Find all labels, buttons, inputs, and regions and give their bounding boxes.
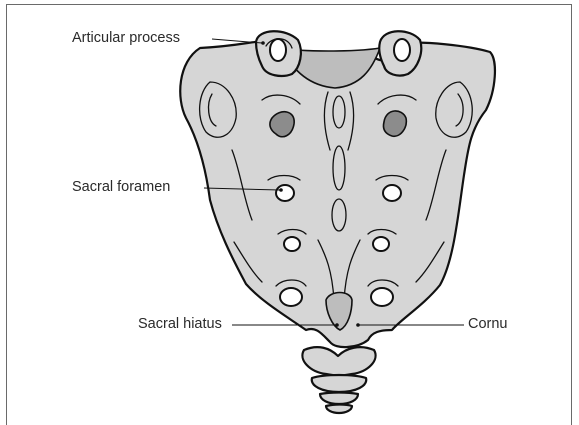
coccyx-segment-4 [326,405,352,414]
sacral-foramen-label: Sacral foramen [72,180,170,195]
middle-right-foramen [383,185,401,201]
upper-right-foramen [383,111,406,136]
bottom-left-foramen [280,288,302,306]
bottom-right-foramen [371,288,393,306]
sacral-hiatus-label: Sacral hiatus [138,317,222,332]
articular-process-leader [212,39,262,43]
articular-process-label: Articular process [72,31,180,46]
lower-left-foramen [284,237,300,251]
lower-right-foramen [373,237,389,251]
coccyx-segment-2 [312,375,366,392]
upper-left-foramen [270,112,294,137]
coccyx-segment-1 [302,347,375,375]
cornu-label: Cornu [468,317,508,332]
middle-left-foramen [276,185,294,201]
coccyx-segment-3 [320,393,358,405]
